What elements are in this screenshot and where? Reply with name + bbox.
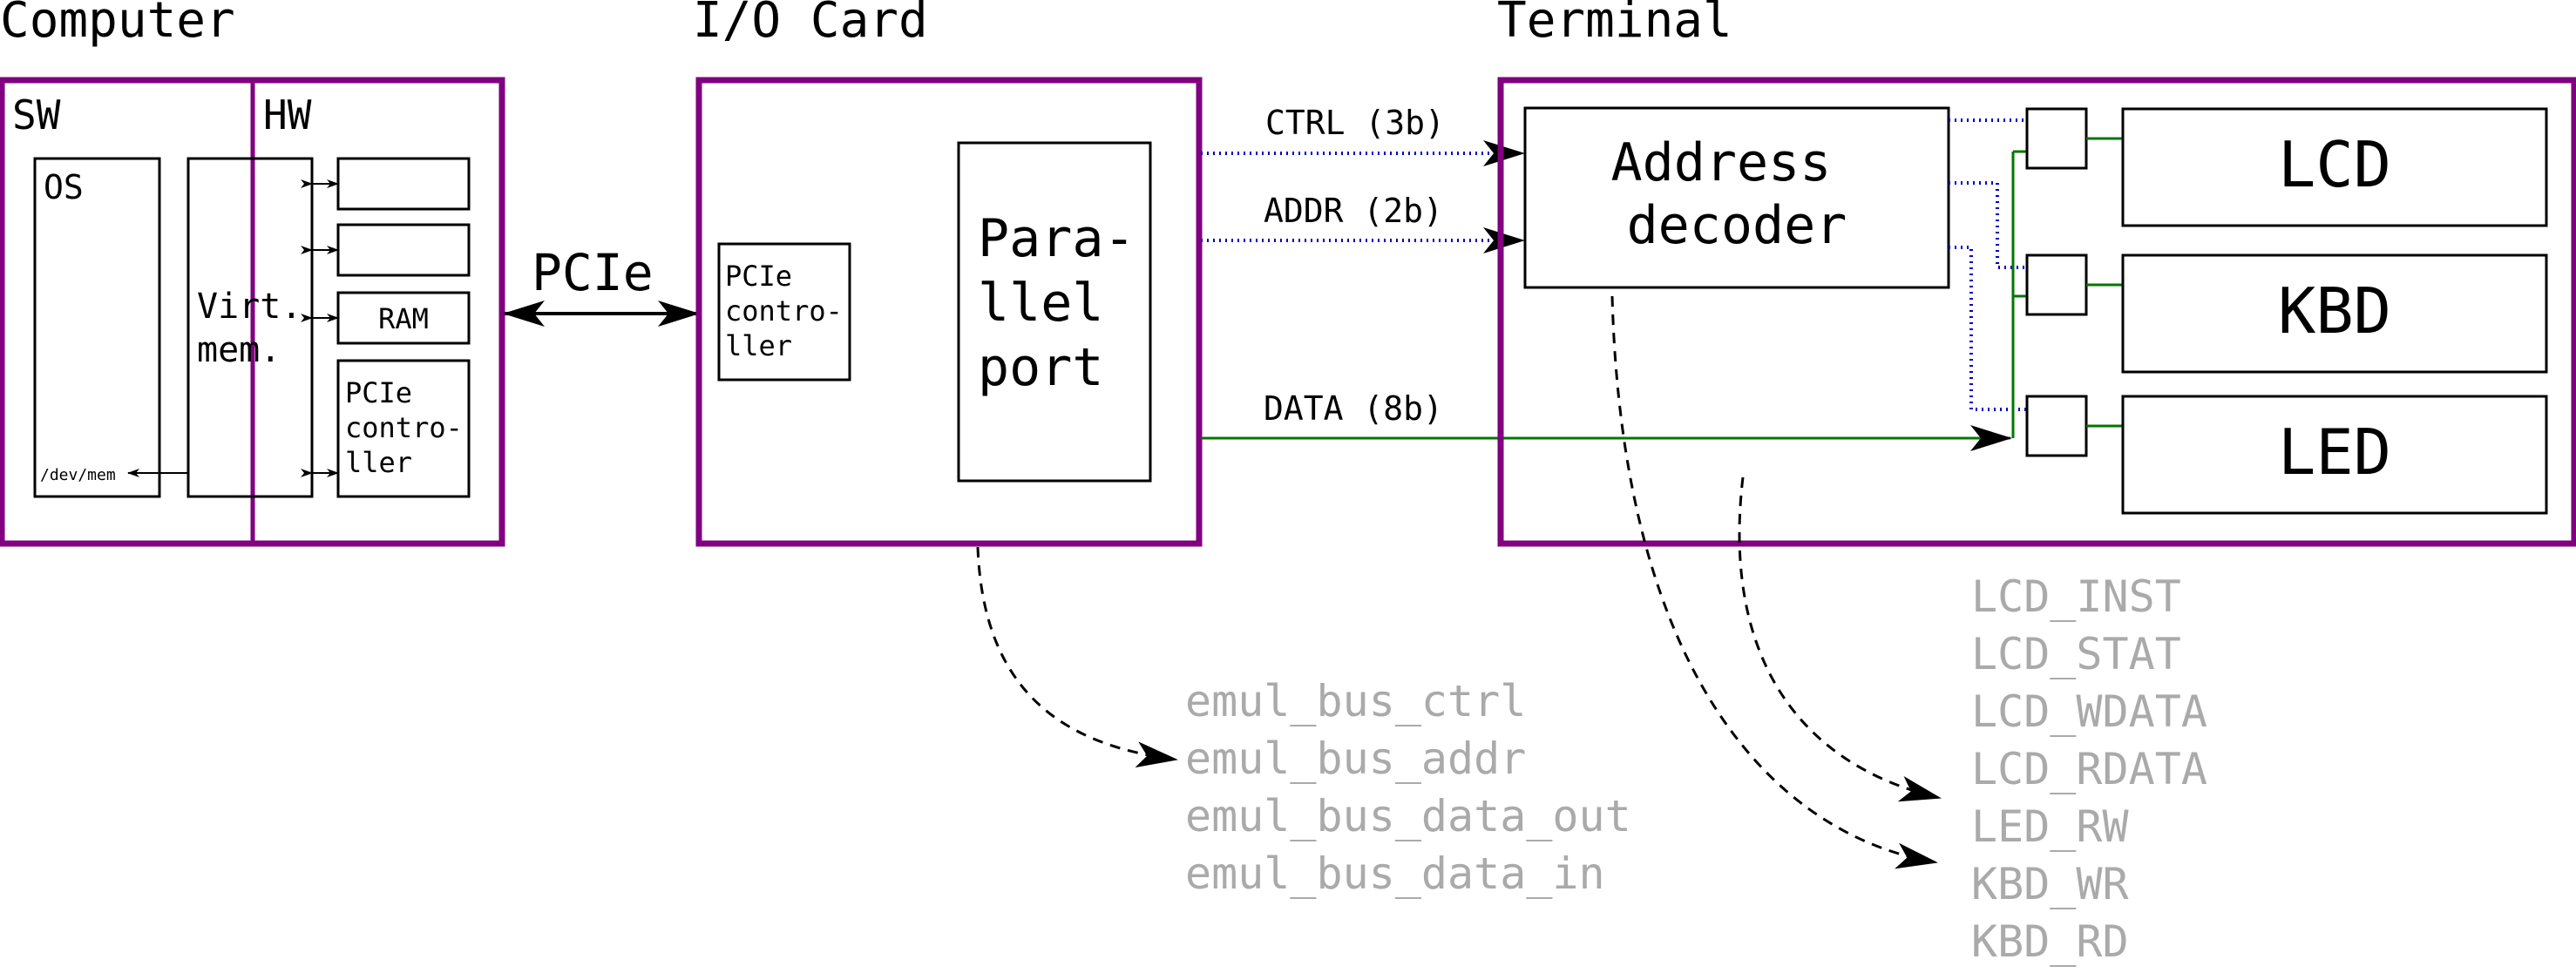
io-pcie-controller-box bbox=[717, 242, 851, 382]
io-pcie-controller-label: PCIe contro- ller bbox=[725, 260, 859, 362]
addr-bus-label: ADDR (2b) bbox=[1264, 192, 1443, 230]
computer-title: Computer bbox=[0, 0, 235, 49]
led-device-label: LED bbox=[2278, 416, 2391, 489]
emul-register: emul_bus_ctrl bbox=[1185, 676, 1526, 726]
led-device-box bbox=[2121, 395, 2548, 515]
virtual-memory-label: Virt. mem. bbox=[197, 287, 323, 370]
terminal-register-list: LCD_INST LCD_STAT LCD_WDATA LCD_RDATA LE… bbox=[1971, 571, 2207, 967]
lcd-device-box bbox=[2121, 107, 2548, 227]
hw-pcie-controller-box bbox=[336, 359, 471, 498]
device-mapping-arrow bbox=[1738, 476, 1942, 802]
address-decoder-label: Address decoder bbox=[1611, 132, 1863, 256]
latch-lcd bbox=[2025, 107, 2088, 170]
terminal-title: Terminal bbox=[1497, 0, 1732, 49]
terminal-register: KBD_RD bbox=[1971, 916, 2129, 967]
data-bus-label: DATA (8b) bbox=[1264, 389, 1443, 428]
address-decoder-box bbox=[1523, 106, 1950, 289]
kbd-device-box bbox=[2121, 253, 2548, 374]
terminal-register: LCD_RDATA bbox=[1971, 744, 2207, 794]
decoder-mapping-arrow bbox=[1610, 295, 1938, 869]
latch-kbd bbox=[2025, 253, 2088, 316]
hw-slot-1 bbox=[336, 157, 471, 211]
hw-pcie-controller-label: PCIe contro- ller bbox=[345, 376, 479, 479]
pcie-link-label: PCIe bbox=[532, 243, 654, 302]
terminal-register: LCD_WDATA bbox=[1971, 686, 2207, 737]
ram-label: RAM bbox=[378, 302, 429, 335]
terminal-register: LCD_INST bbox=[1971, 571, 2181, 622]
emul-register: emul_bus_data_out bbox=[1185, 791, 1631, 841]
terminal-register: LED_RW bbox=[1971, 801, 2130, 852]
terminal-register: LCD_STAT bbox=[1971, 629, 2181, 679]
os-label: OS bbox=[44, 168, 84, 206]
emul-register: emul_bus_data_in bbox=[1185, 848, 1605, 899]
sw-label: SW bbox=[12, 91, 61, 139]
io-card-title: I/O Card bbox=[693, 0, 928, 49]
ctrl-bus-label: CTRL (3b) bbox=[1265, 104, 1445, 142]
virtual-memory-box bbox=[186, 157, 314, 498]
hw-slot-2 bbox=[336, 223, 471, 277]
io-card-frame bbox=[695, 77, 1203, 547]
emul-register-list: emul_bus_ctrl emul_bus_addr emul_bus_dat… bbox=[1185, 676, 1631, 899]
devmem-label: /dev/mem bbox=[40, 466, 116, 484]
kbd-device-label: KBD bbox=[2278, 274, 2391, 348]
terminal-frame bbox=[1497, 77, 2576, 547]
os-box bbox=[33, 157, 161, 498]
hw-label: HW bbox=[263, 91, 312, 139]
select-line-kbd bbox=[1949, 181, 2027, 269]
parallel-port-box bbox=[957, 141, 1152, 483]
emul-register: emul_bus_addr bbox=[1185, 733, 1526, 784]
terminal-register: KBD_WR bbox=[1971, 859, 2130, 909]
parallel-port-label: Para- llel port bbox=[978, 208, 1167, 398]
io-card-mapping-arrow bbox=[976, 546, 1178, 768]
select-line-led bbox=[1949, 246, 2027, 411]
lcd-device-label: LCD bbox=[2278, 128, 2391, 201]
latch-led bbox=[2025, 395, 2088, 457]
